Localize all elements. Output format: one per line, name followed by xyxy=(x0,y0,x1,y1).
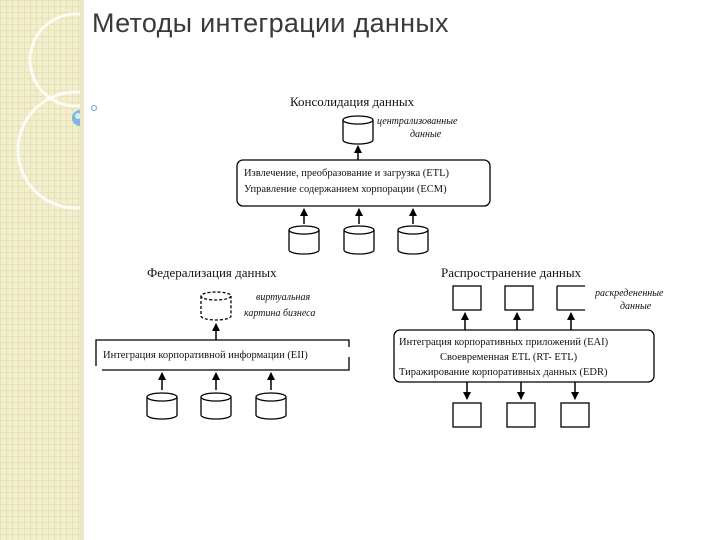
federation-section: Федерализация данных виртуальная картина… xyxy=(95,265,350,420)
eai-box-line-2: Своевременная ETL (RT- ETL) xyxy=(440,352,578,363)
bullet-highlight xyxy=(75,113,80,119)
consolidation-heading: Консолидация данных xyxy=(290,94,415,109)
target-app-bottom-1 xyxy=(452,402,482,428)
source-cylinder-2 xyxy=(343,225,375,255)
eai-box-line-1: Интеграция корпоративных приложений (EAI… xyxy=(399,337,609,348)
virtual-store-cylinder xyxy=(200,291,232,321)
fed-source-cylinder-1 xyxy=(146,392,178,420)
page-title: Методы интеграции данных xyxy=(92,8,449,38)
ornament-arc-2 xyxy=(16,90,80,210)
ornament-arc-1 xyxy=(28,12,80,108)
etl-ecm-box xyxy=(236,159,491,207)
decorative-sidebar xyxy=(0,0,80,540)
propagation-section: Распространение данных раскредененные да… xyxy=(393,265,664,428)
etl-box-line-1: Извлечение, преобразование и загрузка (E… xyxy=(244,168,449,179)
source-cylinder-3 xyxy=(397,225,429,255)
central-store-label-2: данные xyxy=(410,129,442,140)
target-app-top-2 xyxy=(504,285,534,311)
fed-source-cylinder-3 xyxy=(255,392,287,420)
target-app-bottom-3 xyxy=(560,402,590,428)
federation-heading: Федерализация данных xyxy=(147,265,277,280)
propagation-heading: Распространение данных xyxy=(441,265,582,280)
consolidation-section: Консолидация данных централизованные дан… xyxy=(236,94,491,255)
virtual-label-1: виртуальная xyxy=(256,292,310,303)
source-cylinder-1 xyxy=(288,225,320,255)
distributed-label-2: данные xyxy=(620,301,652,312)
eii-box xyxy=(95,339,350,371)
virtual-label-2: картина бизнеса xyxy=(244,308,315,319)
target-app-top-3 xyxy=(556,285,585,311)
fed-source-cylinder-2 xyxy=(200,392,232,420)
eai-box xyxy=(393,329,655,383)
sidebar-edge xyxy=(80,0,84,540)
sidebar-ornament xyxy=(16,12,80,210)
eii-box-line-1: Интеграция корпоративной информации (EII… xyxy=(103,350,308,361)
target-app-bottom-2 xyxy=(506,402,536,428)
distributed-label-1: раскредененные xyxy=(594,288,664,299)
small-ring-icon xyxy=(90,104,98,112)
etl-box-line-2: Управление содержанием хорпорации (ECM) xyxy=(244,184,447,195)
central-store-label-1: централизованные xyxy=(377,116,458,127)
eai-box-line-3: Тиражирование корпоративных данных (EDR) xyxy=(399,367,608,378)
central-store-cylinder xyxy=(342,115,374,145)
target-app-top-1 xyxy=(452,285,482,311)
